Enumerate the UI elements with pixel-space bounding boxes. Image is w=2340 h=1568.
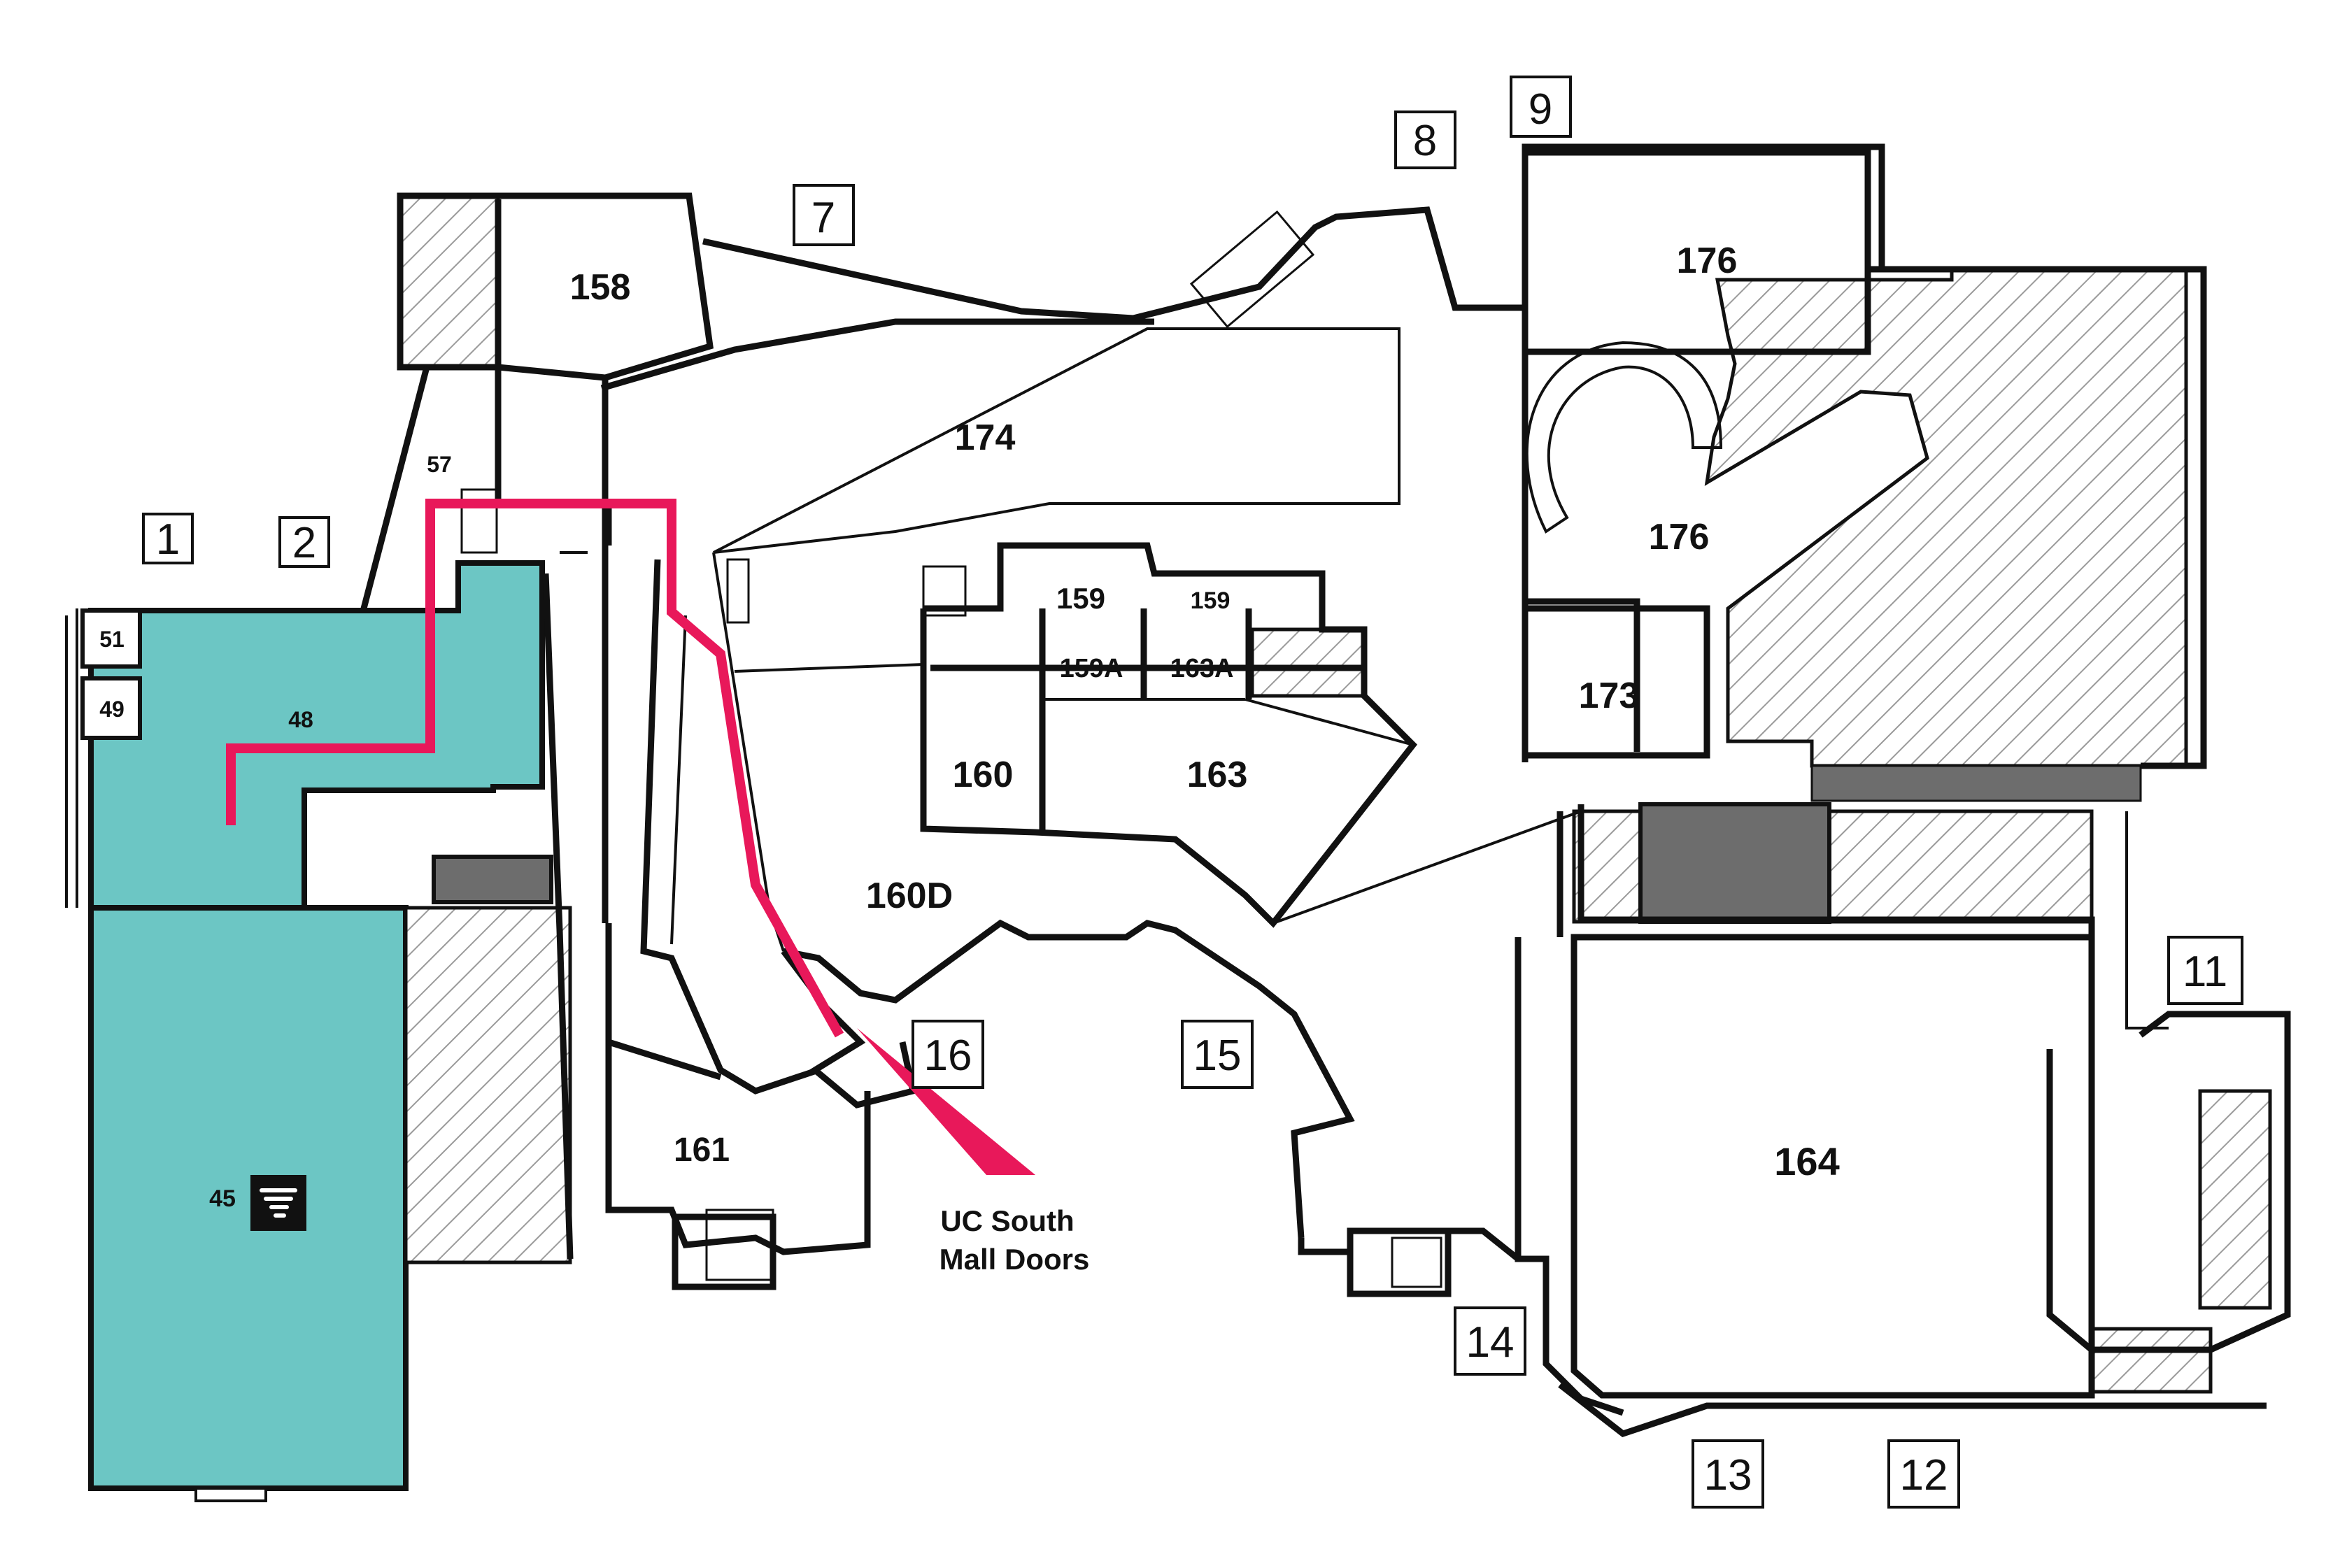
room-label-49: 49 [99,697,125,722]
room-label-160D: 160D [866,876,953,916]
room-49-box[interactable] [80,676,142,740]
svg-text:15: 15 [1193,1032,1242,1080]
svg-text:16: 16 [924,1032,972,1080]
door-marker-16: 16 [912,1020,984,1089]
room-label-159A: 159A [1060,654,1123,683]
svg-text:8: 8 [1413,117,1437,165]
svg-text:7: 7 [811,194,835,242]
callout-line-2: Mall Doors [939,1243,1090,1276]
room-label-159: 159 [1056,582,1105,615]
tornado-shelter-icon [250,1175,306,1231]
dark-room-left [432,855,553,904]
room-label-57: 57 [427,452,452,477]
svg-text:13: 13 [1704,1451,1752,1499]
svg-text:14: 14 [1466,1318,1515,1367]
dark-strip [1810,764,2142,802]
service-areas [398,194,2272,1394]
room-label-176: 176 [1649,517,1710,557]
room-label-158: 158 [570,267,631,308]
svg-text:11: 11 [2183,948,2227,996]
door-marker-12: 12 [1887,1439,1960,1509]
door-marker-15: 15 [1181,1020,1254,1089]
destination-callout: UC South Mall Doors [939,1204,1090,1276]
door-marker-1: 1 [142,513,194,564]
dark-room-center [1638,802,1831,924]
svg-text:2: 2 [292,519,316,567]
room-label-176-top: 176 [1677,241,1738,281]
door-marker-2: 2 [278,516,330,568]
room-label-164: 164 [1774,1139,1839,1183]
room-51-box[interactable] [80,608,142,669]
door-markers: 1 2 7 8 9 11 12 13 14 15 16 [142,76,2243,1509]
stairs [460,210,1442,1288]
destination-pointer [857,1028,1035,1175]
door-marker-9: 9 [1510,76,1572,138]
route-path [226,499,844,1038]
room-labels: 158 174 176 176 57 51 49 48 45 159 159 1… [99,241,1840,1212]
building-walls [360,143,2291,1438]
room-label-173: 173 [1579,676,1640,716]
door-marker-13: 13 [1692,1439,1764,1509]
svg-text:1: 1 [156,515,180,564]
svg-text:12: 12 [1900,1451,1948,1499]
door-marker-11: 11 [2167,936,2243,1005]
room-label-51: 51 [99,627,125,652]
room-label-160: 160 [953,755,1014,795]
room-label-163A: 163A [1170,654,1234,683]
room-45-area[interactable] [88,905,409,1491]
room-label-159-small: 159 [1191,587,1231,614]
callout-line-1: UC South [940,1204,1074,1237]
svg-text:9: 9 [1529,85,1552,134]
room-label-48: 48 [288,707,313,732]
room-label-174: 174 [955,418,1016,458]
room-label-45: 45 [209,1185,236,1212]
door-marker-14: 14 [1454,1306,1526,1376]
door-marker-8: 8 [1394,111,1456,169]
door-marker-7: 7 [793,184,855,246]
room-label-163: 163 [1187,755,1248,795]
room-label-161: 161 [674,1132,730,1169]
